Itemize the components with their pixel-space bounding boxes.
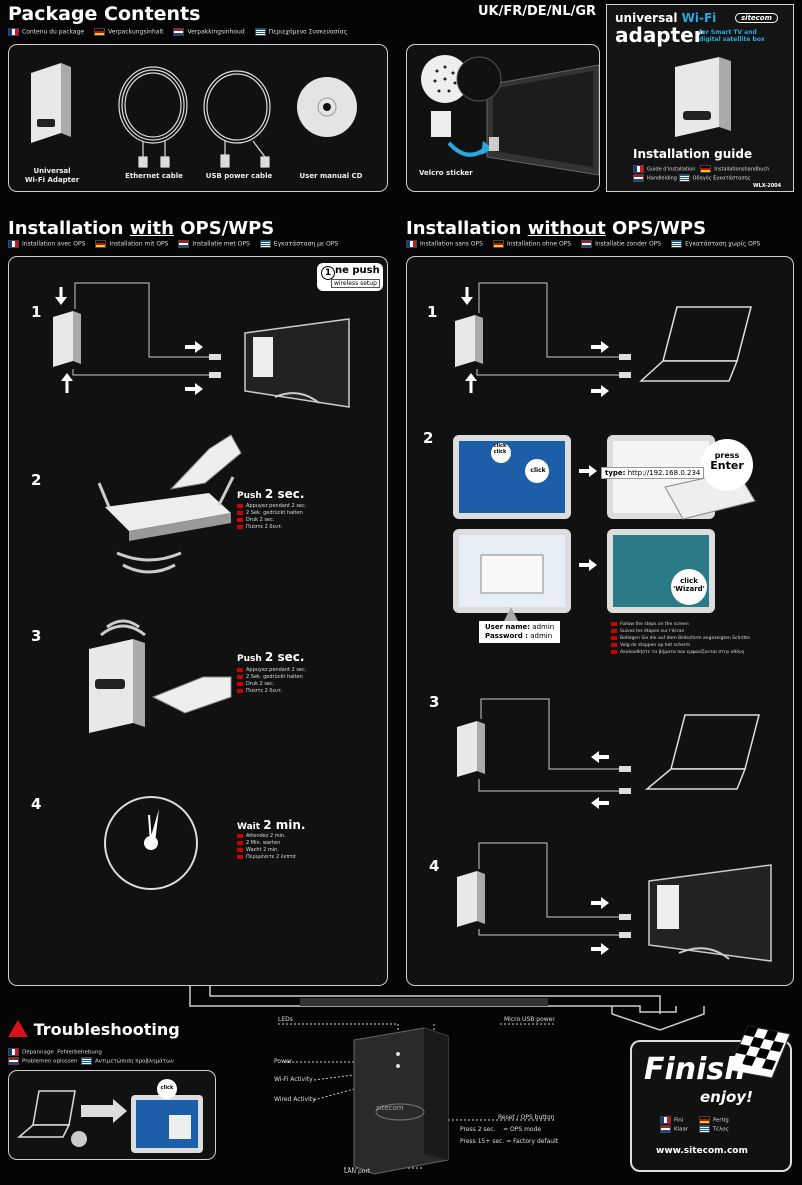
velcro-panel: Velcro sticker [406,44,600,192]
cover-adapter-sub: for Smart TV and digital satellite box [699,29,765,43]
wired-activity-label: Wired Activity [274,1096,316,1103]
warning-icon [8,1020,28,1037]
click-wizard-bubble: click 'Wizard' [673,577,705,593]
click-bubble-1: click [530,467,546,474]
package-contents-panel: Universal Wi-Fi Adapter Ethernet cable U… [8,44,388,192]
without-ops-title: Installation without OPS/WPS [406,218,707,239]
cover-brand-logo: sitecom [735,13,778,23]
with-ops-illustrations [53,282,350,890]
step-4-wait-sub: Attendez 2 min.2 Min. warten Wacht 2 min… [237,833,296,861]
ethernet-cable-image [118,66,188,168]
finish-panel: Finish enjoy! Fini Fertig Klaar Τέλος ww… [630,1025,792,1172]
package-illustrations [31,63,357,168]
reset-button-label: Reset / OPS button [498,1114,555,1121]
velcro-label: Velcro sticker [419,169,473,177]
step-4-wait: Wait 2 min. [237,818,306,832]
trouble-click-bubble: click [160,1085,174,1091]
page-title: Package Contents [8,3,201,25]
item-ethernet-label: Ethernet cable [125,172,183,180]
item-usb-label: USB power cable [205,172,273,180]
usb-cable-image [203,70,271,168]
without-ops-panel: 1 2 click click click type: http://192.1… [406,256,794,986]
finish-enjoy: enjoy! [700,1088,753,1106]
package-subtitles: Contenu du package Verpackungsinhalt Ver… [8,28,347,36]
step-4-number: 4 [31,795,42,813]
press-2sec-text: Press 2 sec. = OPS mode [460,1126,542,1133]
device-diagram: LEDs Micro USB power Power Wi-Fi Activit… [224,1010,604,1182]
credentials-box: User name: admin Password : admin [479,621,561,643]
step-2-push: Push 2 sec. [237,487,305,501]
cover-guide-title: Installation guide [633,147,753,161]
finish-langs: Fini Fertig Klaar Τέλος [660,1116,729,1133]
click-click-bubble: click click [493,443,507,455]
cover-wifi: Wi-Fi [681,11,717,25]
step-3-push-sub: Appuyez pendant 2 sec.2 Sek. gedrückt ha… [237,667,306,695]
wo-step-4-number: 4 [429,857,440,875]
cover-universal: universal [615,11,678,25]
troubleshooting-illustration [16,1079,203,1153]
step-2-push-sub: Appuyez pendant 2 sec.2 Sek. gedrückt ha… [237,503,306,531]
cover-model: WLX-2004 [753,183,782,189]
with-ops-subtitles: Installation avec OPS Installation mit O… [8,240,338,248]
step-3-number: 3 [31,627,42,645]
press-enter-bubble: press Enter [710,451,744,472]
leds-label: LEDs [278,1016,293,1023]
adapter-image [31,63,71,143]
flow-arrow [189,986,705,1031]
lan-port-label: LAN port [344,1168,371,1175]
press-15sec-text: Press 15+ sec. = Factory default [460,1138,559,1145]
cover-panel: universal Wi-Fi adapter for Smart TV and… [606,4,794,192]
step-2-number: 2 [31,471,42,489]
url-box: type: http://192.168.0.234 [601,467,705,479]
wo-step-2-number: 2 [423,429,434,447]
checkered-flag-icon [727,1025,791,1079]
cover-adapter: adapter [615,23,704,47]
step-3-push: Push 2 sec. [237,650,305,664]
cover-device-image [675,57,731,137]
troubleshooting-title: Troubleshooting [8,1020,180,1039]
troubleshooting-panel: click [8,1070,216,1160]
with-ops-panel: 1 ne push wireless setup 1 [8,256,388,986]
device-brand: sitecom [376,1104,404,1112]
finish-title: Finish [644,1052,746,1087]
troubleshooting-subtitles: Dépannage Fehlerbehebung Problemen oplos… [8,1048,174,1065]
power-label: Power [274,1058,293,1065]
sitecom-url-link[interactable]: www.sitecom.com [656,1146,748,1156]
step-1-number: 1 [31,303,42,321]
one-push-badge: 1 ne push wireless setup [317,263,383,291]
cover-guide-langs: Guide d'installation Installationshandbu… [633,165,769,182]
cd-image [297,77,357,137]
with-ops-title: Installation with OPS/WPS [8,218,275,239]
micro-usb-label: Micro USB power [504,1016,555,1023]
wo-step-3-number: 3 [429,693,440,711]
item-adapter-label: Universal Wi-Fi Adapter [24,167,80,184]
wifi-activity-label: Wi-Fi Activity [274,1076,313,1083]
language-list: UK/FR/DE/NL/GR [478,4,597,19]
velcro-illustration [421,55,599,176]
without-ops-subtitles: Installation sans OPS Installation ohne … [406,240,760,248]
item-cd-label: User manual CD [299,172,363,180]
wo-step-1-number: 1 [427,303,438,321]
